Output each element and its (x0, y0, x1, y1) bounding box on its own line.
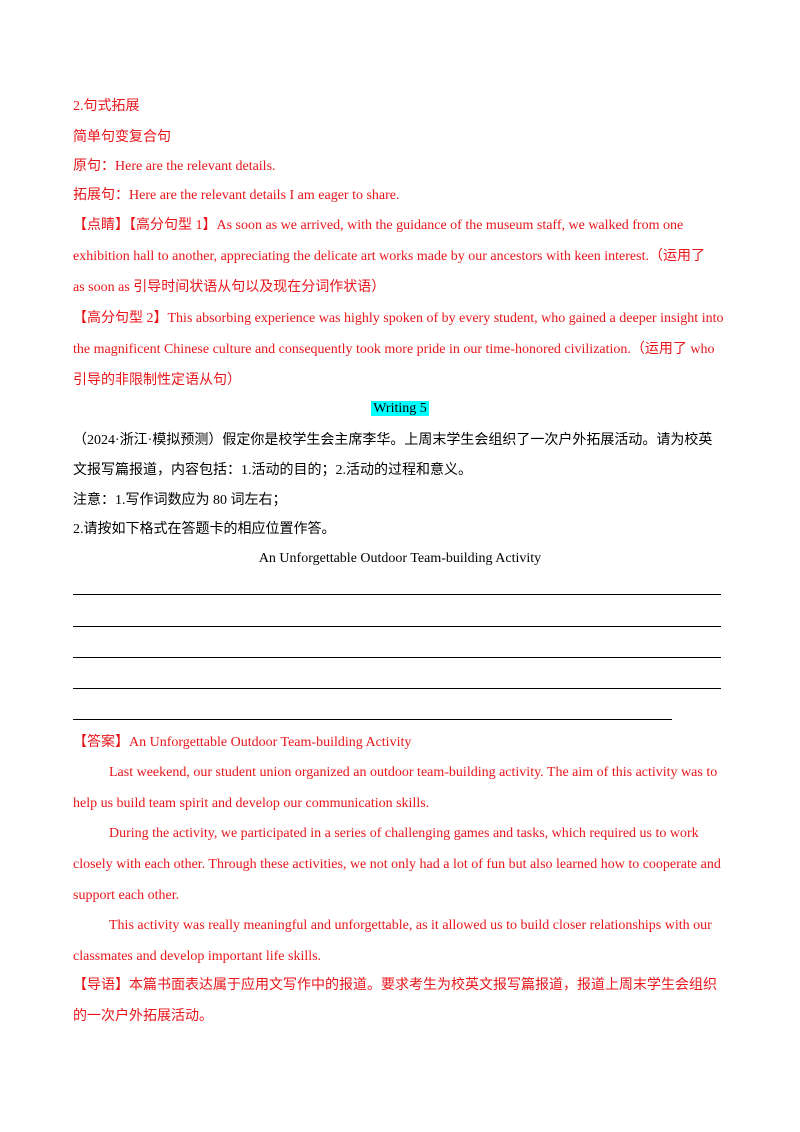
answer-p2-line-2: closely with each other. Through these a… (73, 857, 721, 872)
task-line-2: 文报写篇报道，内容包括：1.活动的目的；2.活动的过程和意义。 (73, 463, 472, 478)
type2-line-1: 【高分句型 2】This absorbing experience was hi… (73, 309, 723, 329)
expanded-label: 拓展句： (73, 188, 129, 203)
subheading: 简单句变复合句 (73, 130, 171, 145)
guide-label: 【导语】 (73, 978, 129, 993)
answer-line (73, 719, 672, 720)
expanded-text: Here are the relevant details I am eager… (129, 188, 400, 203)
original-sentence: 原句：Here are the relevant details. (73, 157, 276, 177)
original-text: Here are the relevant details. (115, 159, 276, 174)
answer-title: An Unforgettable Outdoor Team-building A… (129, 735, 412, 750)
type1-text: As soon as we arrived, with the guidance… (216, 218, 684, 233)
guide-line-2: 的一次户外拓展活动。 (73, 1009, 213, 1024)
type2-label: 【高分句型 2】 (73, 311, 168, 326)
type1-label: 【高分句型 1】 (129, 218, 217, 233)
writing-label: Writing 5 (371, 401, 429, 416)
answer-p2-line-1: During the activity, we participated in … (109, 826, 699, 841)
task-line-3: 注意：1.写作词数应为 80 词左右； (73, 493, 287, 508)
guide-text: 本篇书面表达属于应用文写作中的报道。要求考生为校英文报写篇报道，报道上周末学生会… (129, 978, 717, 993)
type1-line-1: 【点睛】【高分句型 1】As soon as we arrived, with … (73, 216, 683, 236)
type2-text: This absorbing experience was highly spo… (167, 311, 724, 326)
answer-line (73, 626, 721, 627)
answer-line (73, 594, 721, 595)
guide-line-1: 【导语】本篇书面表达属于应用文写作中的报道。要求考生为校英文报写篇报道，报道上周… (73, 976, 717, 996)
type2-line-3: 引导的非限制性定语从句） (73, 373, 241, 388)
task-title: An Unforgettable Outdoor Team-building A… (258, 551, 542, 566)
answer-p3-line-2: classmates and develop important life sk… (73, 949, 322, 964)
writing-label-wrap: Writing 5 (0, 399, 800, 419)
section-heading: 2.句式拓展 (73, 99, 140, 114)
answer-p3-line-1: This activity was really meaningful and … (109, 918, 712, 933)
answer-heading: 【答案】An Unforgettable Outdoor Team-buildi… (73, 733, 411, 753)
answer-p1-line-1: Last weekend, our student union organize… (109, 765, 718, 780)
task-line-4: 2.请按如下格式在答题卡的相应位置作答。 (73, 522, 336, 537)
expanded-sentence: 拓展句：Here are the relevant details I am e… (73, 186, 400, 206)
type2-line-2: the magnificent Chinese culture and cons… (73, 342, 715, 357)
type1-line-2: exhibition hall to another, appreciating… (73, 249, 705, 264)
answer-p2-line-3: support each other. (73, 888, 180, 903)
answer-label: 【答案】 (73, 735, 129, 750)
original-label: 原句： (73, 159, 115, 174)
answer-p1-line-2: help us build team spirit and develop ou… (73, 796, 430, 811)
task-line-1: （2024·浙江·模拟预测）假定你是校学生会主席李华。上周末学生会组织了一次户外… (73, 433, 713, 448)
answer-line (73, 688, 721, 689)
tip-label: 【点睛】 (73, 218, 129, 233)
type1-line-3: as soon as 引导时间状语从句以及现在分词作状语） (73, 280, 386, 295)
answer-line (73, 657, 721, 658)
